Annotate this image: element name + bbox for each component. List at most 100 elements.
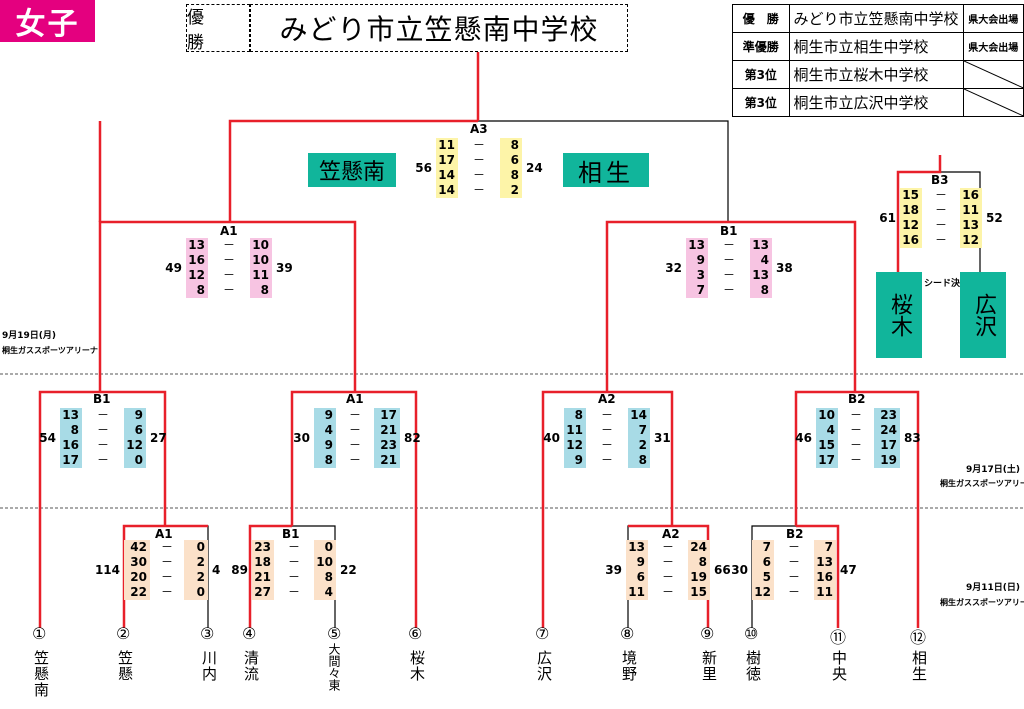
venue-round3: 桐生ガススポーツアリーナ [2,346,98,355]
school-number: ⑦ [535,624,550,643]
set-dash: － [661,540,674,554]
set-score: 8 [638,453,647,467]
set-score: 11 [438,138,455,152]
champion-label: 優 勝 [186,4,250,53]
right-total: 38 [776,261,793,275]
seed-right-tag: 広沢 [960,272,1006,358]
left-total: 49 [165,261,182,275]
school-cell: 桐生市立広沢中学校 [788,88,964,117]
set-dash: － [600,423,613,437]
set-dash: － [600,438,613,452]
school-number: ⑫ [910,628,927,647]
set-score: 5 [762,570,771,584]
set-score: 7 [638,423,647,437]
set-dashes: －－－－ [471,138,487,198]
left-total: 32 [665,261,682,275]
left-total: 30 [731,563,748,577]
set-score: 18 [254,555,271,569]
school-cell: みどり市立笠懸南中学校 [788,4,964,33]
set-score: 9 [636,555,645,569]
set-score: 15 [818,438,835,452]
set-dash: － [787,570,800,584]
school-number: ③ [200,624,215,643]
set-dash: － [287,540,300,554]
set-score: 24 [690,540,707,554]
set-dash: － [661,585,674,599]
set-score: 6 [134,423,143,437]
set-dashes: －－－－ [660,540,676,600]
set-score: 17 [380,408,397,422]
set-dashes: －－－－ [933,188,949,248]
set-score: 9 [574,453,583,467]
right-total: 82 [404,431,421,445]
school-name: 笠懸南 [32,650,50,698]
seed-left-tag: 桜木 [876,272,922,358]
set-score: 14 [438,168,455,182]
set-dash: － [600,408,613,422]
right-total: 52 [986,211,1003,225]
rank-cell: 第3位 [732,60,790,89]
set-dash: － [661,570,674,584]
standings-row: 準優勝 桐生市立相生中学校 県大会出場 [732,32,1024,61]
set-score: 16 [902,233,919,247]
match-label: A2 [662,527,680,541]
set-score: 12 [188,268,205,282]
right-total: 4 [212,563,221,577]
right-total: 27 [150,431,167,445]
school-name: 桜木 [408,650,426,682]
left-total: 114 [94,563,120,577]
set-score: 16 [962,188,979,202]
rank-cell: 優 勝 [732,4,790,33]
set-dash: － [96,423,109,437]
right-total: 24 [526,161,543,175]
set-dash: － [222,283,235,297]
school-name: 相生 [910,650,928,682]
set-dash: － [849,423,862,437]
set-score: 23 [254,540,271,554]
set-score: 15 [690,585,707,599]
set-score: 20 [130,570,147,584]
match-label: B2 [848,392,866,406]
note-cell-empty [962,60,1024,89]
set-score: 4 [324,423,333,437]
school-name: 境野 [620,650,638,682]
set-score: 13 [62,408,79,422]
set-score: 0 [324,540,333,554]
standings-row: 第3位 桐生市立広沢中学校 [732,88,1024,117]
set-score: 4 [760,253,769,267]
set-score: 14 [630,408,647,422]
set-dash: － [222,238,235,252]
set-score: 0 [196,585,205,599]
set-dash: － [472,183,485,197]
set-score: 10 [252,253,269,267]
school-number: ⑤ [327,624,342,643]
set-dash: － [348,423,361,437]
set-score: 8 [510,138,519,152]
set-score: 16 [188,253,205,267]
date-round1: 9月11日(日) [966,583,1021,593]
set-dash: － [849,453,862,467]
set-score: 13 [752,268,769,282]
set-dash: － [472,138,485,152]
match-label: B3 [931,173,949,187]
venue-round1: 桐生ガススポーツアリーナ [940,598,1024,607]
set-dash: － [160,585,173,599]
set-score: 17 [62,453,79,467]
set-score: 21 [380,423,397,437]
school-number: ② [116,624,131,643]
set-score: 0 [196,540,205,554]
match-label: A1 [220,224,238,238]
set-dash: － [348,453,361,467]
set-score: 13 [628,540,645,554]
set-dash: － [934,188,947,202]
